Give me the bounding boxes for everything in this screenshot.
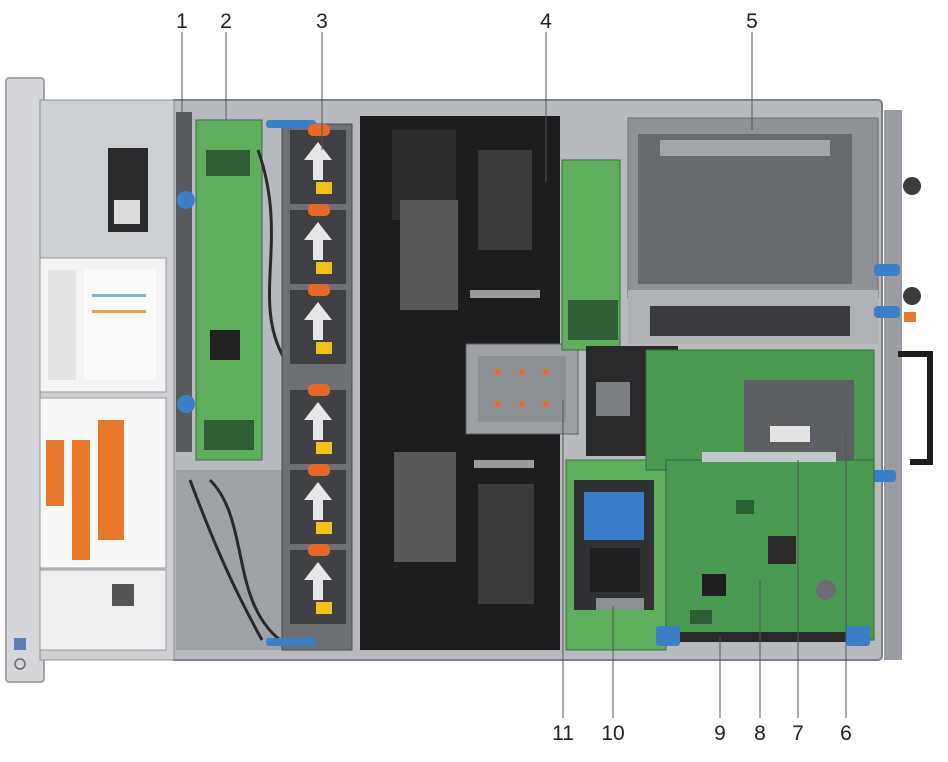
callout-10: 10: [601, 722, 624, 745]
fan-module-1: [290, 124, 346, 204]
fan-module-6: [290, 544, 346, 624]
pcie-card: [645, 312, 933, 482]
storage-controller-card: [574, 480, 654, 610]
service-label-bottom: [39, 569, 167, 651]
drive-backplane: [176, 112, 195, 452]
rear-knob-top-icon: [903, 177, 921, 195]
fan-module-4: [290, 384, 346, 464]
callout-6: 6: [840, 722, 852, 745]
fan-module-2: [290, 204, 346, 284]
front-panel: [5, 77, 175, 683]
rear-knob-bottom-icon: [903, 287, 921, 305]
callout-leaders: [181, 32, 847, 718]
callout-4: 4: [540, 10, 552, 33]
callout-5: 5: [746, 10, 758, 33]
callout-2: 2: [220, 10, 232, 33]
memory-slot-row: [656, 626, 870, 646]
backplane-latch-top-icon: [177, 191, 195, 209]
left-cabling: [176, 149, 287, 650]
callout-7: 7: [792, 722, 804, 745]
rear-handle: [898, 351, 933, 465]
pcie-slot: [702, 452, 836, 462]
system-board: [665, 452, 875, 641]
control-panel-board: [195, 119, 263, 461]
fan-module-3: [290, 284, 346, 364]
heat-sink: [465, 343, 579, 435]
backplane-latch-bottom-icon: [177, 395, 195, 413]
callout-1: 1: [176, 10, 188, 33]
callout-3: 3: [316, 10, 328, 33]
front-panel-badge-icon: [14, 638, 26, 650]
callout-11: 11: [552, 722, 574, 745]
callout-9: 9: [714, 722, 726, 745]
cooling-fans: [266, 120, 353, 651]
fan-module-5: [290, 464, 346, 544]
expansion-riser: [627, 110, 921, 660]
callout-8: 8: [754, 722, 766, 745]
